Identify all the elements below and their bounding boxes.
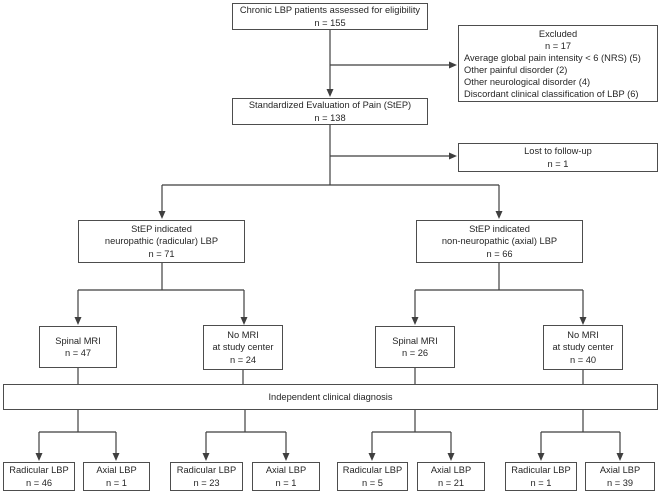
branch-radicular-line: neuropathic (radicular) LBP (104, 236, 219, 247)
excluded-reason: Other painful disorder (2) (464, 65, 568, 76)
no-mri-label: at study center (212, 342, 274, 353)
node-outcome-radicular-1: Radicular LBP n = 46 (3, 462, 75, 491)
no-mri-label: No MRI (567, 329, 599, 340)
node-excluded-count: n = 17 (544, 41, 572, 52)
outcome-count: n = 5 (362, 477, 383, 488)
branch-axial-line: non-neuropathic (axial) LBP (441, 236, 558, 247)
node-independent-diagnosis: Independent clinical diagnosis (3, 384, 658, 410)
node-step-evaluation: Standardized Evaluation of Pain (StEP) n… (232, 98, 428, 125)
node-eligibility-label: Chronic LBP patients assessed for eligib… (239, 5, 421, 16)
outcome-count: n = 1 (106, 477, 127, 488)
excluded-reason: Average global pain intensity < 6 (NRS) … (464, 53, 641, 64)
outcome-label: Radicular LBP (9, 465, 69, 476)
independent-diagnosis-label: Independent clinical diagnosis (268, 391, 393, 402)
spinal-mri-count: n = 47 (64, 348, 92, 358)
node-outcome-radicular-2: Radicular LBP n = 23 (170, 462, 243, 491)
node-outcome-radicular-4: Radicular LBP n = 1 (505, 462, 577, 491)
node-excluded: Excluded n = 17 Average global pain inte… (458, 25, 658, 102)
outcome-count: n = 46 (25, 477, 53, 488)
node-excluded-reasons: Average global pain intensity < 6 (NRS) … (459, 52, 657, 100)
node-excluded-title: Excluded (538, 29, 578, 39)
no-mri-count: n = 40 (569, 354, 597, 365)
node-lost-label: Lost to follow-up (524, 146, 592, 157)
spinal-mri-label: Spinal MRI (55, 335, 101, 346)
node-lost-to-followup: Lost to follow-up n = 1 (458, 143, 658, 172)
node-spinal-mri-radicular: Spinal MRI n = 47 (39, 326, 117, 368)
node-outcome-axial-3: Axial LBP n = 21 (417, 462, 485, 491)
no-mri-count: n = 24 (229, 354, 257, 365)
spinal-mri-label: Spinal MRI (392, 335, 438, 346)
node-outcome-axial-4: Axial LBP n = 39 (585, 462, 655, 491)
outcome-count: n = 23 (193, 477, 220, 488)
branch-axial-count: n = 66 (486, 248, 513, 259)
node-outcome-axial-2: Axial LBP n = 1 (252, 462, 320, 491)
spinal-mri-count: n = 26 (401, 348, 429, 358)
outcome-label: Radicular LBP (176, 465, 237, 476)
outcome-count: n = 39 (606, 477, 634, 488)
outcome-count: n = 1 (530, 477, 552, 488)
node-outcome-axial-1: Axial LBP n = 1 (83, 462, 150, 491)
branch-axial-line: StEP indicated (469, 223, 530, 234)
no-mri-label: at study center (552, 342, 614, 353)
outcome-label: Axial LBP (96, 465, 137, 476)
branch-radicular-line: StEP indicated (131, 223, 192, 234)
outcome-count: n = 1 (275, 477, 297, 488)
node-no-mri-axial: No MRI at study center n = 40 (543, 325, 623, 370)
node-branch-radicular: StEP indicated neuropathic (radicular) L… (78, 220, 245, 263)
node-branch-axial: StEP indicated non-neuropathic (axial) L… (416, 220, 583, 263)
no-mri-label: No MRI (227, 329, 259, 340)
excluded-reason: Discordant clinical classification of LB… (464, 89, 639, 100)
outcome-label: Radicular LBP (511, 465, 571, 476)
node-outcome-radicular-3: Radicular LBP n = 5 (337, 462, 408, 491)
outcome-label: Axial LBP (430, 465, 472, 476)
node-step-label: Standardized Evaluation of Pain (StEP) (248, 100, 412, 111)
outcome-label: Radicular LBP (342, 465, 403, 476)
node-step-count: n = 138 (314, 112, 346, 123)
outcome-count: n = 21 (437, 477, 465, 488)
excluded-reason: Other neurological disorder (4) (464, 77, 591, 88)
node-spinal-mri-axial: Spinal MRI n = 26 (375, 326, 455, 368)
outcome-label: Axial LBP (265, 465, 307, 476)
node-lost-count: n = 1 (547, 158, 569, 169)
node-no-mri-radicular: No MRI at study center n = 24 (203, 325, 283, 370)
branch-radicular-count: n = 71 (148, 248, 175, 259)
node-eligibility-count: n = 155 (314, 17, 346, 28)
outcome-label: Axial LBP (599, 465, 641, 476)
node-eligibility: Chronic LBP patients assessed for eligib… (232, 3, 428, 30)
